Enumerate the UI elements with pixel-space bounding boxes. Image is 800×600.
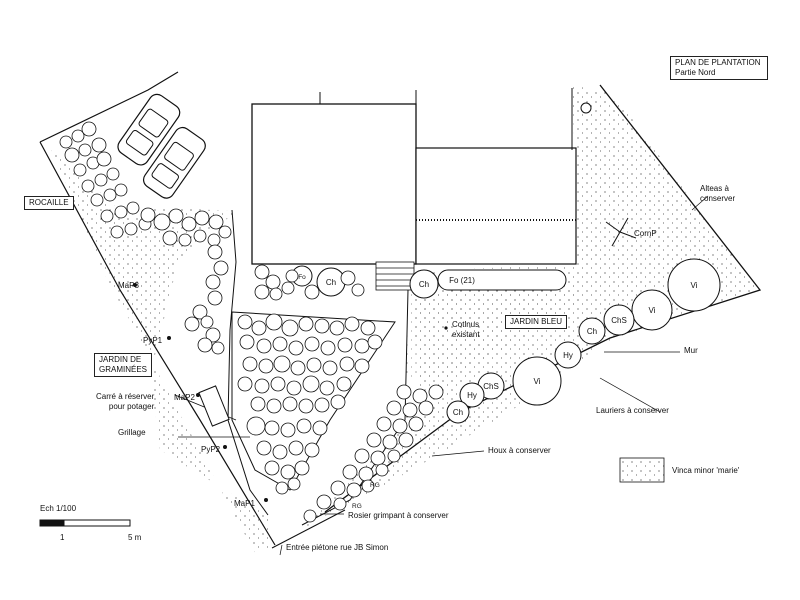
- scale-label: Ech 1/100: [40, 504, 77, 513]
- note-entree: Entrée piétone rue JB Simon: [286, 543, 389, 552]
- plant-hy-2: [459, 382, 485, 408]
- label-ch-4: Ch: [326, 278, 336, 287]
- plant-vi-large-1: [667, 258, 721, 312]
- label-rg-b: RG: [352, 503, 362, 510]
- entry-steps: [375, 261, 415, 291]
- shrub-row: [291, 258, 721, 424]
- scale-tick-1: 1: [60, 533, 65, 542]
- label-fo-small: Fo: [298, 274, 306, 281]
- label-pyp2: PyP2: [201, 445, 221, 454]
- cornp-tree: [605, 217, 637, 247]
- legend-vinca-swatch: [619, 457, 665, 483]
- plan-title: PLAN DE PLANTATION: [675, 58, 761, 67]
- boundary-west: [39, 71, 179, 143]
- label-chs-2: ChS: [483, 382, 499, 391]
- central-bed-outline: [231, 311, 396, 491]
- plan-title-box: PLAN DE PLANTATION Partie Nord: [670, 56, 768, 80]
- pyp1-marker: [167, 336, 171, 340]
- zone-jardin-bleu: JARDIN BLEU: [505, 315, 568, 329]
- cotinus-marker: [444, 326, 448, 330]
- note-alteas: Alteas à conserver: [700, 184, 735, 204]
- vinca-zone-center: [405, 270, 585, 380]
- rocaille-plants: [59, 121, 232, 247]
- house-front-bed: [254, 264, 365, 301]
- zone-rocaille: ROCAILLE: [24, 196, 74, 210]
- note-grillage: Grillage: [118, 428, 146, 437]
- leader-lines: [178, 195, 709, 556]
- label-vi-2: Vi: [649, 306, 656, 315]
- map3-marker: [133, 283, 137, 287]
- scale-tick-5: 5 m: [128, 533, 142, 542]
- note-houx: Houx à conserver: [488, 446, 551, 455]
- map1-marker: [264, 498, 268, 502]
- plant-chs-1: [603, 304, 635, 336]
- label-cotinus-1: Cotinus: [452, 320, 479, 329]
- label-cotinus-2: existant: [452, 330, 480, 339]
- plant-ch-3: [409, 269, 439, 299]
- label-fo-long: Fo (21): [449, 276, 475, 285]
- zone-graminees-line2: GRAMINÉES: [99, 365, 148, 374]
- label-pyp1: PyP1: [143, 336, 163, 345]
- label-hy-1: Hy: [563, 351, 573, 360]
- zone-graminees: JARDIN DE GRAMINÉES: [94, 353, 153, 377]
- house-annex: [415, 147, 577, 265]
- map2-marker: [196, 393, 200, 397]
- note-carre-line2: pour potager: [108, 402, 155, 411]
- label-rg-a: RG: [370, 482, 380, 489]
- plant-hy-1: [554, 341, 582, 369]
- path-plants: [184, 244, 229, 355]
- label-cornp: CornP: [634, 229, 657, 238]
- label-chs-1: ChS: [611, 316, 627, 325]
- plant-ch-2: [446, 400, 470, 424]
- note-mur: Mur: [684, 346, 698, 355]
- label-vi-3: Vi: [534, 377, 541, 386]
- boundary-bottom: [271, 509, 346, 549]
- triangle-bed-plants: [303, 384, 444, 523]
- note-alteas-line1: Alteas à: [700, 184, 729, 193]
- plant-vi-large-3: [512, 356, 562, 406]
- potager-plot: [198, 385, 230, 427]
- boundary-west-lower: [39, 141, 276, 546]
- vinca-zone-rocaille: [48, 142, 272, 553]
- car-2: [142, 126, 206, 199]
- label-map2: MaP2: [174, 393, 195, 402]
- label-ch-1: Ch: [587, 327, 597, 336]
- label-map3: MaP3: [118, 281, 139, 290]
- label-hy-2: Hy: [467, 391, 477, 400]
- note-carre: Carré à réserver pour potager: [96, 392, 154, 412]
- corner-marker: [580, 102, 592, 114]
- note-carre-line1: Carré à réserver: [96, 392, 155, 401]
- plan-subtitle: Partie Nord: [675, 68, 716, 77]
- label-map1: MaP1: [234, 499, 255, 508]
- house-main: [251, 103, 417, 265]
- central-bed-plants: [237, 313, 383, 495]
- note-rosier: Rosier grimpant à conserver: [348, 511, 449, 520]
- label-vi-1: Vi: [691, 281, 698, 290]
- legend-vinca-label: Vinca minor 'marie': [672, 466, 740, 475]
- car-1: [117, 93, 181, 166]
- plant-ch-1: [578, 317, 606, 345]
- plant-fo-long: [437, 269, 567, 291]
- pyp2-marker: [223, 445, 227, 449]
- label-ch-3: Ch: [419, 280, 429, 289]
- path-edge-left: [227, 209, 269, 516]
- note-lauriers: Lauriers à conserver: [596, 406, 669, 415]
- scale-bar: [39, 519, 131, 527]
- plant-vi-large-2: [631, 289, 673, 331]
- note-alteas-line2: conserver: [700, 194, 736, 203]
- boundary-east-wall: [324, 84, 762, 513]
- label-ch-2: Ch: [453, 408, 463, 417]
- zone-graminees-line1: JARDIN DE: [99, 355, 142, 364]
